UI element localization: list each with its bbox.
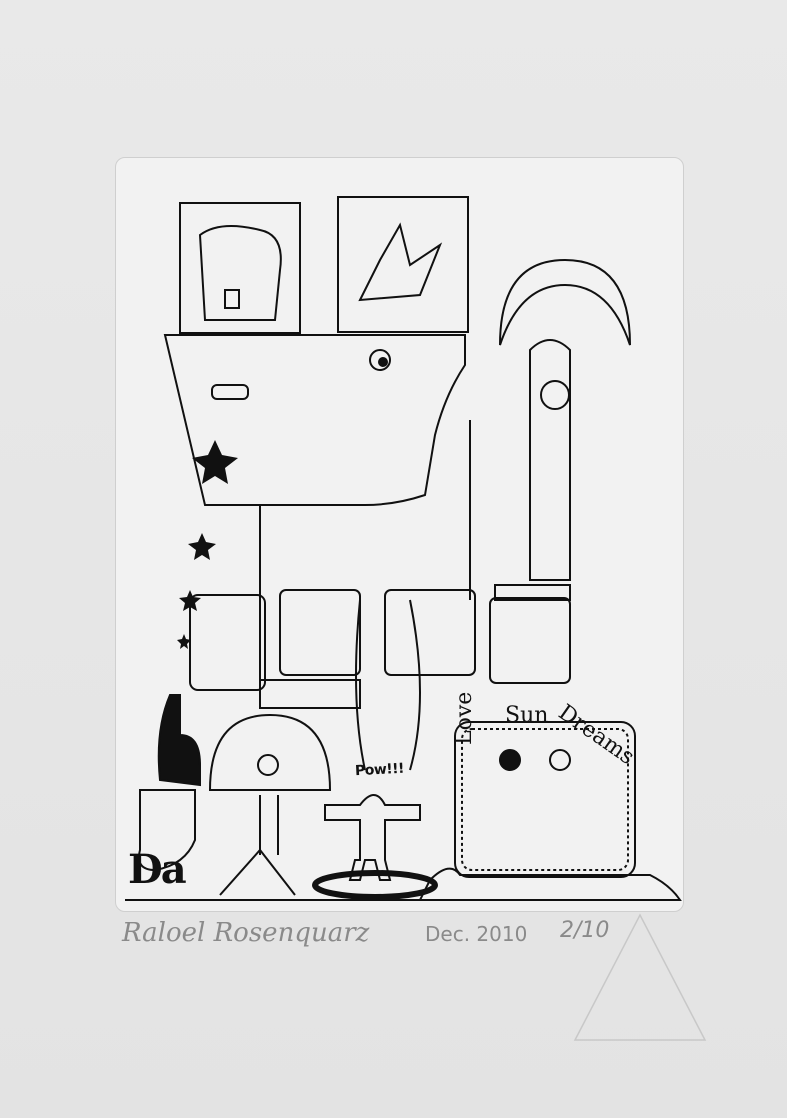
bottom-boxes xyxy=(189,589,571,709)
top-left-frame xyxy=(179,202,301,334)
moon-figure xyxy=(494,258,631,601)
stars xyxy=(177,440,238,649)
artist-signature: Raloel Rosenquarz xyxy=(122,918,370,948)
love-scene xyxy=(418,721,682,901)
pow-figure xyxy=(312,794,438,900)
love-label: Love xyxy=(452,691,477,745)
large-head xyxy=(163,334,466,506)
da-label: Da xyxy=(128,846,187,893)
pow-label: Pow!!! xyxy=(354,760,405,780)
dome-figure xyxy=(208,713,332,896)
blind-stamp xyxy=(573,913,707,1041)
signature-date: Dec. 2010 xyxy=(425,922,528,946)
edition-number: 2/10 xyxy=(560,918,610,943)
hand-with-sleeve xyxy=(138,694,201,872)
top-center-frame xyxy=(337,196,469,333)
sun-label: Sun xyxy=(505,703,549,728)
